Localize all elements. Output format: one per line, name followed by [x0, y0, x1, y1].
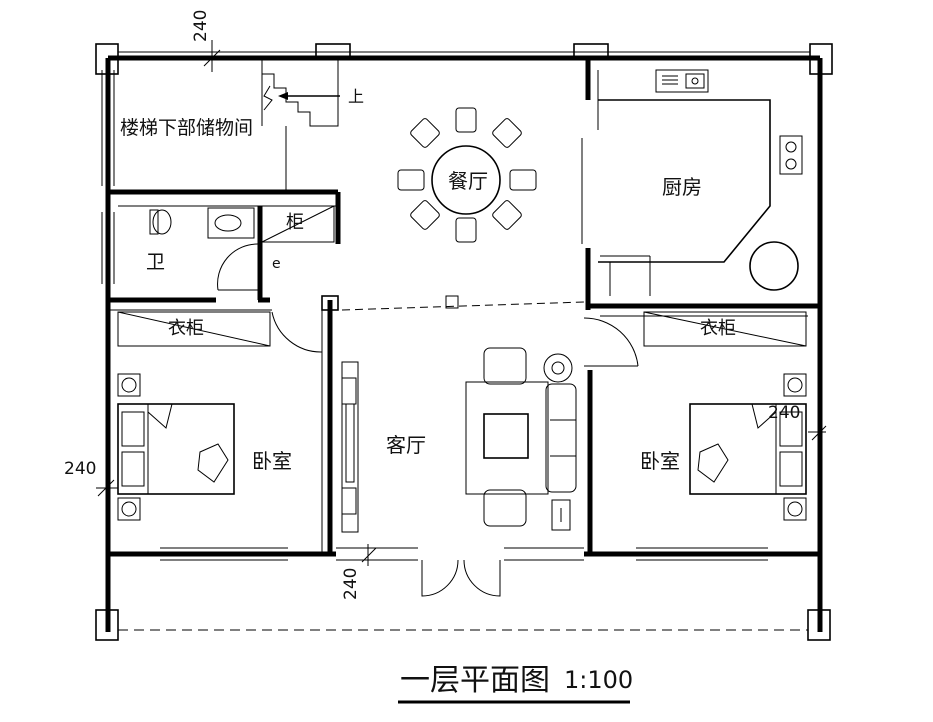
- living-room-fixtures: [341, 317, 639, 597]
- dimension-right: 240: [768, 403, 800, 423]
- wardrobe-left-label: 衣柜: [168, 318, 204, 339]
- right-bedroom-fixtures: [643, 311, 807, 521]
- living-room-label: 客厅: [386, 433, 426, 457]
- dimension-left: 240: [64, 459, 96, 479]
- staircase: [250, 59, 340, 127]
- kitchen-label: 厨房: [662, 175, 702, 199]
- bedroom-left-label: 卧室: [252, 449, 292, 473]
- stair-up-label: 上: [348, 87, 364, 106]
- dimension-top: 240: [191, 10, 211, 42]
- plan-title: 一层平面图: [400, 663, 550, 698]
- exterior-walls: [95, 43, 833, 641]
- dining-room-label: 餐厅: [448, 169, 488, 193]
- plan-scale: 1:100: [564, 666, 633, 694]
- wardrobe-right-label: 衣柜: [700, 318, 736, 339]
- storage-room-label: 楼梯下部储物间: [120, 117, 253, 139]
- interior-walls: [108, 58, 820, 554]
- bathroom-fixtures: [149, 205, 335, 291]
- left-bedroom-fixtures: [117, 311, 323, 521]
- kitchen-fixtures: [598, 69, 803, 296]
- cabinet-label: 柜: [286, 212, 304, 233]
- dimension-bottom: 240: [341, 568, 361, 600]
- bathroom-label: 卫: [146, 251, 165, 273]
- dining-table: [397, 107, 537, 243]
- dimension-markers: [96, 40, 827, 566]
- bathroom-mark-label: e: [272, 256, 281, 272]
- bedroom-right-label: 卧室: [640, 449, 680, 473]
